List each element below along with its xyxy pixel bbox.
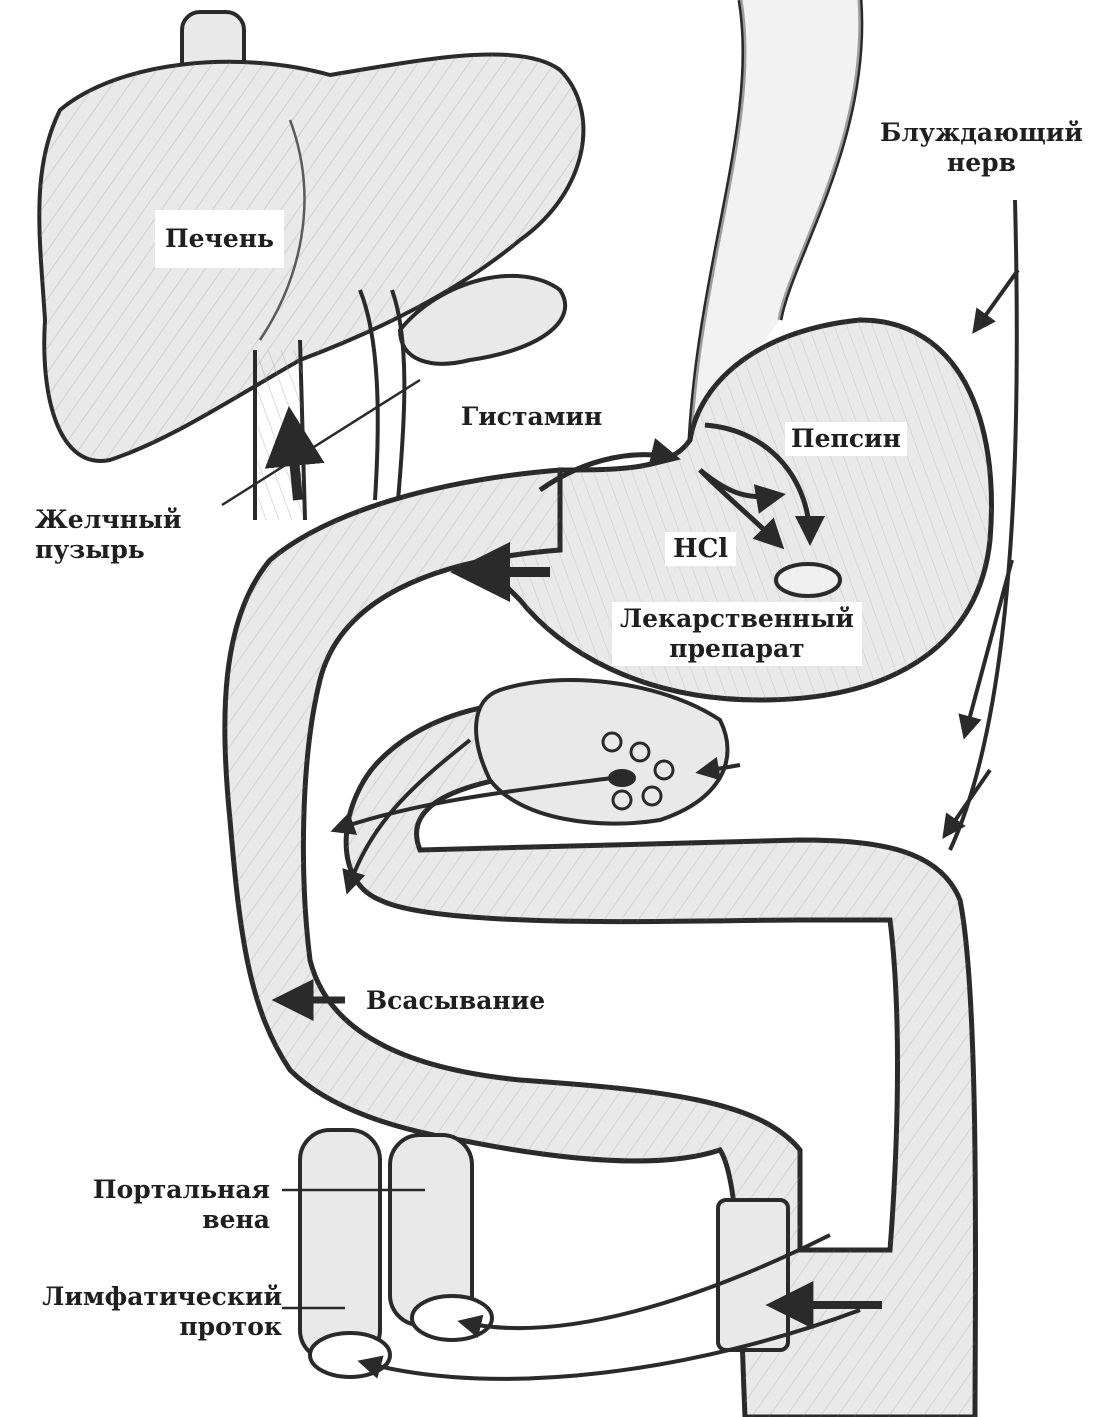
vagus-to-intestine-arrow [945, 770, 990, 835]
liver-label: Печень [155, 210, 284, 268]
gallbladder-label: Желчный пузырь [35, 505, 182, 565]
hcl-label: HCl [665, 532, 736, 566]
pancreas-shape [476, 680, 727, 824]
portal-vein-shape [390, 1135, 492, 1340]
vagus-nerve-label-line-2: нерв [880, 148, 1083, 178]
drug-label-line-2: препарат [620, 634, 854, 664]
absorption-label: Всасывание [352, 982, 559, 1020]
lymph-duct-label-line-1: Лимфатический [10, 1282, 282, 1312]
lymph-duct-label: Лимфатический проток [10, 1282, 282, 1342]
vagus-nerve-label: Блуждающий нерв [880, 118, 1083, 178]
gallbladder-leader-line [222, 380, 420, 505]
histamine-label: Гистамин [455, 400, 608, 434]
portal-vein-label: Портальная вена [70, 1175, 270, 1235]
vagus-to-stomach-arrow [975, 270, 1018, 330]
drug-label-line-1: Лекарственный [620, 604, 854, 634]
gallbladder-label-line-1: Желчный [35, 505, 182, 535]
drug-label: Лекарственный препарат [612, 602, 862, 666]
lymphatic-vessel-shape [300, 1130, 390, 1377]
vagus-nerve-label-line-1: Блуждающий [880, 118, 1083, 148]
portal-vein-label-line-1: Портальная [70, 1175, 270, 1205]
gallbladder-label-line-2: пузырь [35, 535, 182, 565]
lymph-duct-label-line-2: проток [10, 1312, 282, 1342]
pepsin-label: Пепсин [785, 422, 907, 456]
intestinal-wall-segment [718, 1200, 788, 1350]
drug-tablet-icon [776, 564, 840, 596]
portal-vein-label-line-2: вена [70, 1205, 270, 1235]
liver-shape [39, 12, 583, 461]
